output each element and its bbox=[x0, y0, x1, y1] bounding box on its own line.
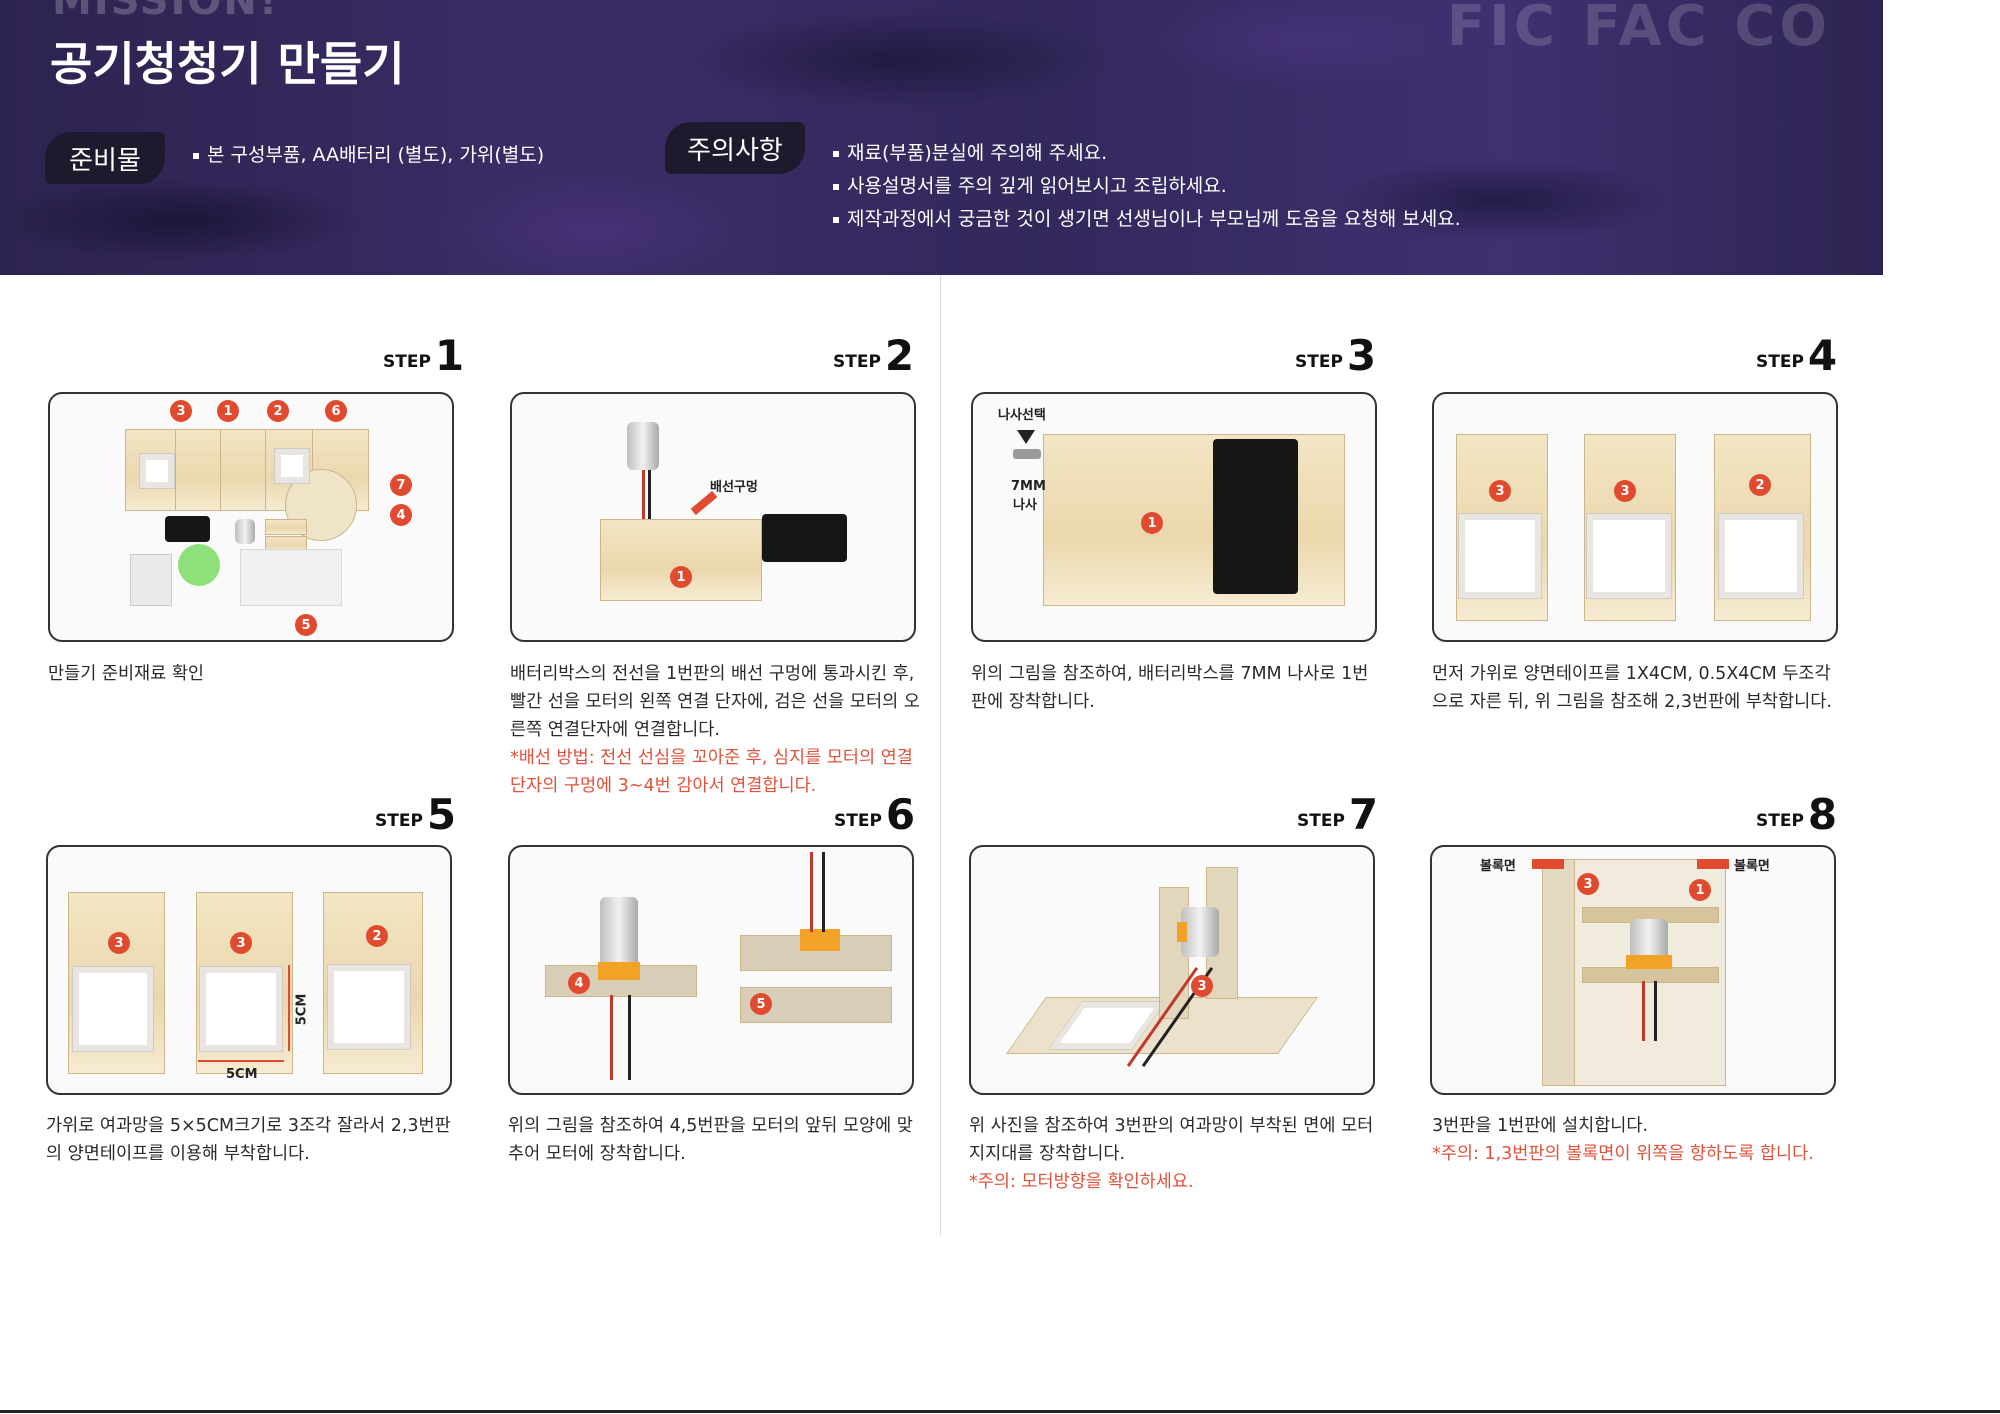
part-badge: 1 bbox=[217, 400, 239, 422]
part-badge: 5 bbox=[295, 614, 317, 636]
triangle-down-icon bbox=[1017, 430, 1035, 444]
bullet-icon bbox=[833, 150, 839, 157]
size-vertical-label: 5CM bbox=[294, 993, 310, 1026]
part-badge: 7 bbox=[390, 474, 412, 496]
part-badge: 3 bbox=[108, 932, 130, 954]
header-banner: MISSION! FIC FAC CO 공기청청기 만들기 준비물 본 구성부품… bbox=[0, 0, 1883, 275]
step-7-note: *주의: 모터방향을 확인하세요. bbox=[969, 1172, 1194, 1192]
mission-watermark: MISSION! bbox=[52, 0, 280, 24]
screw-icon bbox=[1013, 449, 1041, 459]
step-7-description: 위 사진을 참조하여 3번판의 여과망이 부착된 면에 모터 지지대를 장착합니… bbox=[969, 1116, 1374, 1192]
step-2-image: 배선구멍 1 bbox=[510, 392, 916, 642]
part-badge: 3 bbox=[1489, 480, 1511, 502]
notice-item: 재료(부품)분실에 주의해 주세요. bbox=[833, 138, 1107, 165]
part-badge: 5 bbox=[750, 993, 772, 1015]
notice-label: 주의사항 bbox=[665, 122, 805, 174]
part-badge: 1 bbox=[1689, 879, 1711, 901]
part-badge: 3 bbox=[1614, 480, 1636, 502]
screw-size-label: 7MM bbox=[1011, 479, 1046, 494]
part-badge: 3 bbox=[1191, 975, 1213, 997]
arrow-left-icon bbox=[1697, 859, 1729, 869]
screw-word-label: 나사 bbox=[1013, 498, 1037, 513]
step-3-description: 위의 그림을 참조하여, 배터리박스를 7MM 나사로 1번판에 장착합니다. bbox=[971, 664, 1369, 712]
step-3-image: 나사선택 7MM 나사 1 bbox=[971, 392, 1377, 642]
notice-item: 제작과정에서 궁금한 것이 생기면 선생님이나 부모님께 도움을 요청해 보세요… bbox=[833, 204, 1461, 231]
part-badge: 3 bbox=[230, 932, 252, 954]
part-badge: 4 bbox=[568, 972, 590, 994]
part-badge: 2 bbox=[366, 925, 388, 947]
step-6-description: 위의 그림을 참조하여 4,5번판을 모터의 앞뒤 모양에 맞추어 모터에 장착… bbox=[508, 1116, 913, 1164]
convex-left-label: 볼록면 bbox=[1480, 859, 1516, 874]
step-4-description: 먼저 가위로 양면테이프를 1X4CM, 0.5X4CM 두조각으로 자른 뒤,… bbox=[1432, 664, 1832, 712]
step-6-image: 4 5 bbox=[508, 845, 914, 1095]
notice-item: 사용설명서를 주의 깊게 읽어보시고 조립하세요. bbox=[833, 171, 1227, 198]
arrow-icon bbox=[690, 490, 718, 516]
part-badge: 3 bbox=[170, 400, 192, 422]
step-8-image: 볼록면 볼록면 3 1 bbox=[1430, 845, 1836, 1095]
wire-hole-label: 배선구멍 bbox=[710, 480, 758, 495]
step-7-image: 3 bbox=[969, 845, 1375, 1095]
prep-items: 본 구성부품, AA배터리 (별도), 가위(별도) bbox=[193, 140, 544, 167]
part-badge: 6 bbox=[325, 400, 347, 422]
size-horizontal-label: 5CM bbox=[226, 1067, 258, 1082]
brand-logo: FIC FAC CO bbox=[1446, 0, 1831, 59]
fold-line bbox=[940, 275, 941, 1235]
bullet-icon bbox=[833, 216, 839, 223]
bullet-icon bbox=[193, 152, 199, 159]
prep-label: 준비물 bbox=[45, 132, 165, 184]
part-badge: 4 bbox=[390, 504, 412, 526]
step-1-description: 만들기 준비재료 확인 bbox=[48, 664, 205, 684]
step-5-description: 가위로 여과망을 5×5CM크기로 3조각 잘라서 2,3번판의 양면테이프를 … bbox=[46, 1116, 451, 1164]
step-1-image: 3 1 2 6 7 4 5 bbox=[48, 392, 454, 642]
part-badge: 2 bbox=[267, 400, 289, 422]
step-4-image: 3 3 2 bbox=[1432, 392, 1838, 642]
step-8-description: 3번판을 1번판에 설치합니다. *주의: 1,3번판의 볼록면이 위쪽을 향하… bbox=[1432, 1116, 1814, 1164]
step-5-image: 5CM 5CM 3 3 2 bbox=[46, 845, 452, 1095]
bullet-icon bbox=[833, 183, 839, 190]
convex-right-label: 볼록면 bbox=[1734, 859, 1770, 874]
step-2-note: *배선 방법: 전선 선심을 꼬아준 후, 심지를 모터의 연결단자의 구멍에 … bbox=[510, 748, 913, 796]
part-badge: 2 bbox=[1749, 474, 1771, 496]
step-8-note: *주의: 1,3번판의 볼록면이 위쪽을 향하도록 합니다. bbox=[1432, 1144, 1814, 1164]
part-badge: 1 bbox=[670, 566, 692, 588]
arrow-right-icon bbox=[1532, 859, 1564, 869]
step-2-description: 배터리박스의 전선을 1번판의 배선 구멍에 통과시킨 후, 빨간 선을 모터의… bbox=[510, 664, 920, 796]
screw-select-label: 나사선택 bbox=[998, 408, 1046, 423]
bottom-border bbox=[0, 1410, 2000, 1413]
page-title: 공기청청기 만들기 bbox=[50, 37, 405, 91]
part-badge: 1 bbox=[1141, 512, 1163, 534]
part-badge: 3 bbox=[1577, 873, 1599, 895]
